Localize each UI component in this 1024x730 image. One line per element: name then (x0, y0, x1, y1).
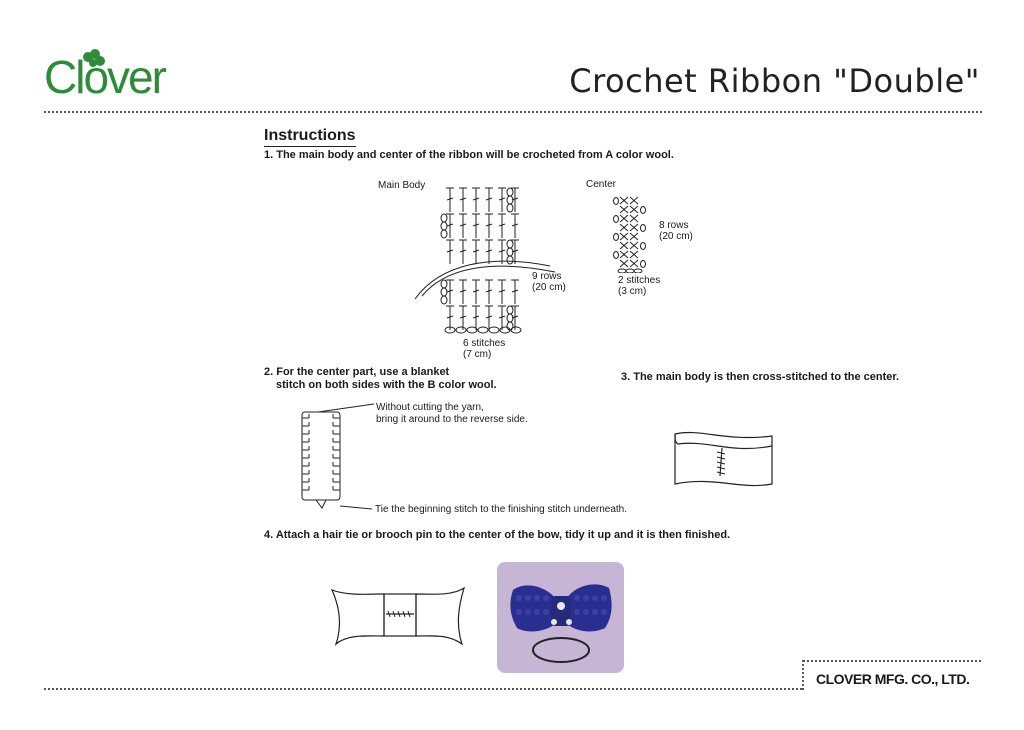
bow-diagram (328, 584, 468, 655)
main-body-label: Main Body (378, 180, 426, 191)
main-stitches-label: 6 stitches (7 cm) (463, 338, 506, 360)
step-3-text: 3. The main body is then cross-stitched … (621, 371, 900, 383)
step-1-text: 1. The main body and center of the ribbo… (264, 149, 674, 161)
company-name: CLOVER MFG. CO., LTD. (816, 671, 970, 687)
note-tie-stitch: Tie the beginning stitch to the finishin… (375, 504, 628, 515)
main-rows-label: 9 rows (20 cm) (532, 271, 566, 293)
center-rows-label: 8 rows (20 cm) (659, 220, 693, 242)
center-chart (612, 193, 648, 278)
page-title: Crochet Ribbon "Double" (569, 62, 980, 100)
main-body-chart (410, 184, 560, 341)
bow-illustration (510, 584, 612, 663)
finished-bow-photo (497, 562, 624, 673)
company-box-left (802, 660, 804, 690)
instructions-heading: Instructions (264, 127, 356, 147)
logo-text: Clover (44, 51, 167, 103)
step-4-text: 4. Attach a hair tie or brooch pin to th… (264, 529, 731, 541)
note-no-cut: Without cutting the yarn, bring it aroun… (376, 402, 528, 425)
center-stitches-label: 2 stitches (3 cm) (618, 275, 661, 297)
blanket-stitch-diagram (296, 400, 636, 520)
top-divider (44, 111, 982, 113)
shamrock-icon (83, 49, 105, 67)
bottom-divider (44, 688, 802, 690)
company-box-top (803, 660, 981, 662)
cross-stitch-diagram (670, 428, 780, 497)
center-label: Center (586, 179, 617, 190)
step-2-text: 2. For the center part, use a blanket st… (264, 366, 497, 391)
clover-logo (42, 44, 182, 100)
